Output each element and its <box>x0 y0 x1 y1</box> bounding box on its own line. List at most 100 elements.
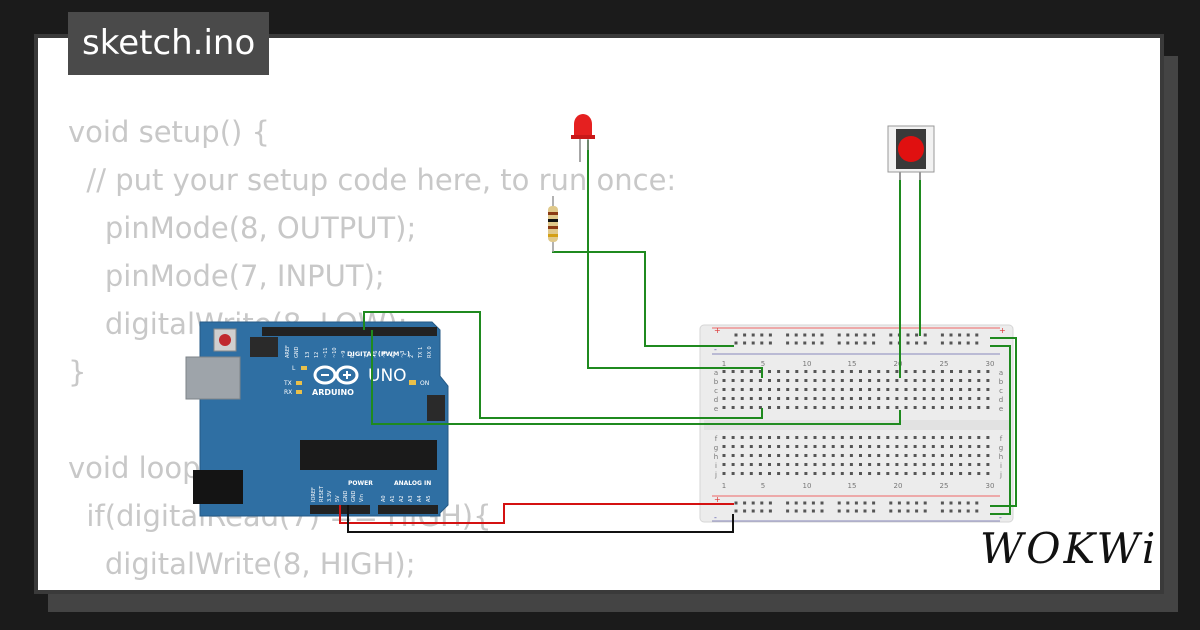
breadboard-hole <box>795 463 799 466</box>
rail-hole <box>751 333 755 337</box>
pin-label: A2 <box>399 495 405 502</box>
rail-hole <box>949 333 953 337</box>
rail-hole <box>794 333 798 337</box>
button-cap[interactable] <box>898 136 924 162</box>
breadboard-hole <box>822 397 826 400</box>
breadboard-hole <box>868 370 872 373</box>
breadboard-hole <box>777 397 781 400</box>
breadboard-hole <box>749 379 753 382</box>
breadboard-hole <box>813 472 817 475</box>
pin-label: ~11 <box>323 347 329 358</box>
breadboard-hole <box>886 445 890 448</box>
breadboard-hole <box>740 472 744 475</box>
rail-hole <box>966 509 970 513</box>
breadboard-hole <box>849 436 853 439</box>
rail-hole <box>820 333 824 337</box>
rail-hole <box>975 509 979 513</box>
breadboard-hole <box>840 388 844 391</box>
breadboard-hole <box>813 463 817 466</box>
rail-hole <box>889 501 893 505</box>
breadboard-hole <box>813 388 817 391</box>
breadboard-hole <box>758 454 762 457</box>
breadboard-hole <box>749 436 753 439</box>
breadboard-hole <box>722 406 726 409</box>
breadboard-hole <box>950 397 953 400</box>
reset-button-cap[interactable] <box>219 334 231 346</box>
breadboard-hole <box>768 445 771 448</box>
breadboard-hole <box>831 436 835 439</box>
breadboard-hole <box>877 379 881 382</box>
breadboard-hole <box>722 388 726 391</box>
rail-hole <box>751 501 755 505</box>
wire-pin7 <box>371 330 901 425</box>
breadboard-hole <box>777 388 781 391</box>
rail-hole <box>794 341 798 345</box>
breadboard-hole <box>904 397 908 400</box>
breadboard-hole <box>740 463 744 466</box>
pushbutton[interactable] <box>887 125 935 180</box>
breadboard-hole <box>931 388 935 391</box>
breadboard-hole <box>977 454 981 457</box>
rail-hole <box>743 341 747 345</box>
breadboard-hole <box>786 406 790 409</box>
usb-port <box>185 356 241 400</box>
rail-hole <box>846 341 850 345</box>
rail-hole <box>854 501 858 505</box>
rail-hole <box>889 333 893 337</box>
breadboard-hole <box>959 445 963 448</box>
breadboard-hole <box>786 445 790 448</box>
breadboard-hole <box>986 388 990 391</box>
rail-hole <box>768 501 772 505</box>
breadboard-hole <box>868 379 872 382</box>
breadboard-hole <box>795 472 799 475</box>
rail-hole <box>975 333 979 337</box>
breadboard-hole <box>831 370 835 373</box>
breadboard-hole <box>840 463 844 466</box>
pin-label: 13 <box>305 352 311 358</box>
pin-label: TX 1 <box>418 347 424 359</box>
breadboard-hole <box>913 379 917 382</box>
pin-label: A5 <box>426 495 432 502</box>
analog-pin-header <box>378 505 438 514</box>
arduino-infinity-logo <box>313 365 359 385</box>
rail-hole <box>863 341 867 345</box>
pin-label: GND <box>351 490 357 502</box>
breadboard-hole <box>940 379 944 382</box>
breadboard-hole <box>940 472 944 475</box>
rail-hole <box>897 501 901 505</box>
rail-hole <box>837 501 841 505</box>
pin-label: ~5 <box>382 351 388 358</box>
rail-hole <box>889 509 893 513</box>
breadboard-hole <box>977 388 981 391</box>
breadboard-hole <box>868 454 872 457</box>
breadboard-hole <box>877 454 881 457</box>
pin-label: Vin <box>359 494 365 502</box>
breadboard-hole <box>822 370 826 373</box>
breadboard-hole <box>959 388 963 391</box>
breadboard-hole <box>904 472 908 475</box>
breadboard-hole <box>822 406 826 409</box>
breadboard-hole <box>722 436 726 439</box>
breadboard-hole <box>931 370 935 373</box>
breadboard-hole <box>977 436 981 439</box>
breadboard-hole <box>822 472 826 475</box>
breadboard-hole <box>758 397 762 400</box>
breadboard-hole <box>786 463 790 466</box>
breadboard-hole <box>804 406 808 409</box>
breadboard-hole <box>940 463 944 466</box>
breadboard-hole <box>904 445 908 448</box>
breadboard-hole <box>722 454 726 457</box>
pin-label: A1 <box>390 495 396 502</box>
rail-hole <box>786 509 790 513</box>
rail-hole <box>811 501 815 505</box>
column-number: 20 <box>894 360 903 368</box>
pin-label: A3 <box>408 495 414 502</box>
breadboard-hole <box>804 397 808 400</box>
breadboard-hole <box>758 463 762 466</box>
breadboard-hole <box>758 436 762 439</box>
row-letter: c <box>999 387 1003 395</box>
breadboard-hole <box>977 370 981 373</box>
rail-hole <box>743 509 747 513</box>
pin-label: GND <box>343 490 349 502</box>
rail-minus-label: - <box>999 513 1002 522</box>
